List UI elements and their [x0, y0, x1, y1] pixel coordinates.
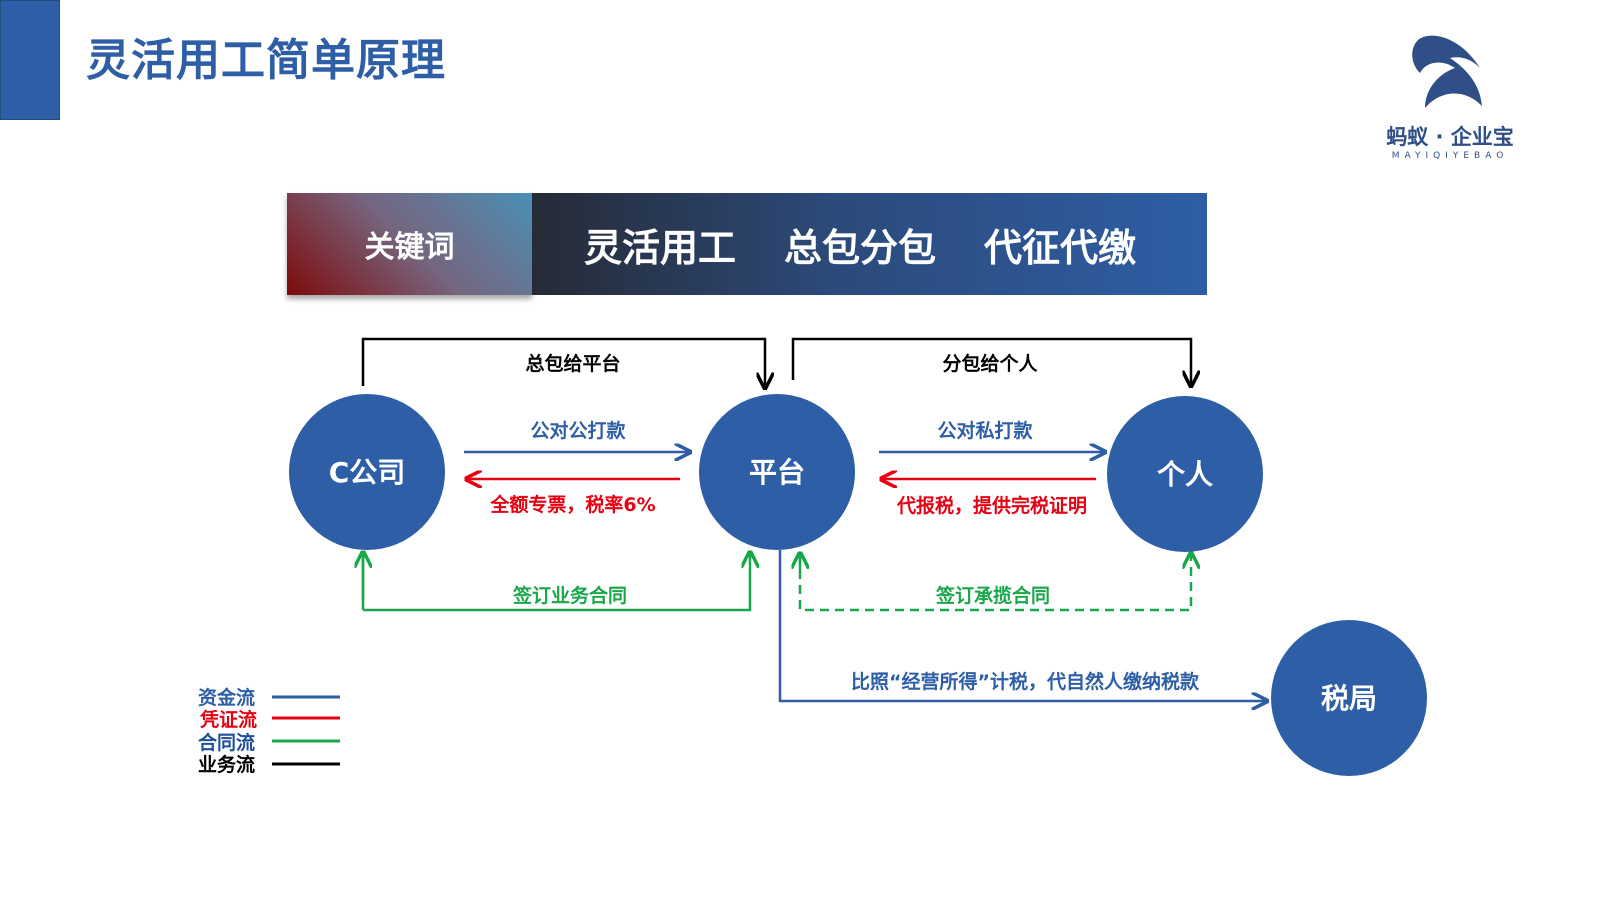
flow-sub-contract: [791, 337, 1191, 386]
node-tax-bureau: 税局: [1271, 620, 1427, 776]
label-full-invoice: 全额专票，税率6%: [489, 493, 655, 516]
logo-subtext: MAYIQIYEBAO: [1391, 151, 1509, 161]
svg-text:平台: 平台: [749, 456, 805, 489]
label-tax-proof: 代报税，提供完税证明: [896, 494, 1087, 517]
keyword-label: 关键词: [287, 193, 532, 295]
page-title: 灵活用工简单原理: [86, 35, 446, 86]
svg-text:税局: 税局: [1321, 682, 1377, 715]
keyword-item: 代征代缴: [984, 225, 1137, 270]
node-platform: 平台: [699, 394, 855, 550]
logo-mark-icon: [1412, 35, 1482, 108]
legend-contract: 合同流: [198, 731, 255, 754]
label-b2c-payment: 公对私打款: [937, 419, 1033, 442]
label-general-contract: 总包给平台: [525, 352, 620, 375]
legend-money: 资金流: [198, 686, 255, 709]
legend: 资金流 凭证流 合同流 业务流: [198, 686, 340, 776]
node-company: C公司: [289, 394, 445, 550]
node-person: 个人: [1107, 396, 1263, 552]
logo-text: 蚂蚁 · 企业宝: [1386, 125, 1514, 149]
svg-text:个人: 个人: [1157, 458, 1213, 491]
label-undertake-contract: 签订承揽合同: [935, 584, 1050, 607]
label-business-contract: 签订业务合同: [512, 584, 627, 607]
keyword-item: 灵活用工: [584, 225, 737, 270]
legend-business: 业务流: [198, 753, 255, 776]
label-b2b-payment: 公对公打款: [530, 419, 626, 442]
logo: 蚂蚁 · 企业宝 MAYIQIYEBAO: [1370, 28, 1530, 161]
flow-general-contract: [361, 337, 765, 388]
flow-tax-pay: [778, 550, 1267, 701]
keyword-banner: 关键词 灵活用工 总包分包 代征代缴: [287, 193, 1207, 295]
keyword-item: 总包分包: [784, 225, 937, 270]
corner-accent: [0, 0, 60, 120]
svg-text:C公司: C公司: [329, 456, 406, 489]
label-tax-pay: 比照“经营所得”计税，代自然人缴纳税款: [851, 670, 1200, 693]
legend-voucher: 凭证流: [199, 708, 257, 731]
label-sub-contract: 分包给个人: [942, 352, 1038, 375]
